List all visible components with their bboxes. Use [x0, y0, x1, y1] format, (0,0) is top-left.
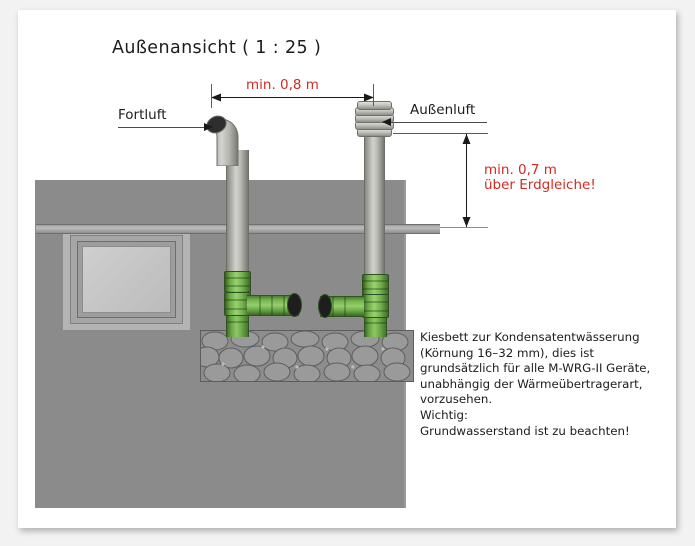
right-tee-body [362, 294, 389, 318]
intake-leader-line [383, 122, 487, 123]
left-socket-upper [224, 271, 251, 293]
intake-leader-arrow-icon [382, 118, 391, 126]
window-frame-outer [70, 235, 183, 324]
dim-horizontal-label: min. 0,8 m [246, 77, 319, 93]
left-tee-branch [247, 295, 299, 316]
note-line-2: (Körnung 16–32 mm), dies ist [420, 345, 595, 360]
exhaust-leader-arrow-icon [204, 123, 213, 131]
dim-arrow-right-icon [364, 93, 374, 102]
dim-vertical-label-line1: min. 0,7 m [484, 162, 557, 178]
dim-line-vertical [466, 134, 467, 227]
exhaust-leader-line [118, 127, 211, 128]
dim-vertical-label-line2: über Erdgleiche! [484, 177, 596, 193]
note-line-5: vorzusehen. [420, 392, 493, 407]
ground-level-extension [440, 227, 488, 228]
dim-arrow-left-icon [211, 93, 221, 102]
drawing-title: Außenansicht ( 1 : 25 ) [112, 38, 322, 58]
intake-cap-disc-1 [357, 101, 392, 110]
window-glass [82, 246, 171, 313]
intake-label: Außenluft [410, 102, 476, 118]
note-line-3: grundsätzlich für alle M-WRG-II Geräte, [420, 361, 651, 376]
intake-pipe-riser [364, 132, 385, 274]
dim-arrow-up-icon [462, 134, 471, 144]
left-tee-body [224, 292, 251, 316]
note-line-4: unabhängig der Wärmeübertragerart, [420, 376, 643, 391]
gravel-bed-note: Kiesbett zur Kondensatentwässerung (Körn… [420, 330, 670, 439]
dim-arrow-down-icon [462, 217, 471, 227]
note-line-7: Grundwasserstand ist zu beachten! [420, 423, 630, 438]
exhaust-label: Fortluft [118, 107, 167, 123]
window-sash [77, 241, 176, 318]
dim-extension-left [211, 84, 212, 108]
note-line-1: Kiesbett zur Kondensatentwässerung [420, 330, 640, 344]
gravel-bed [200, 330, 414, 382]
right-branch-opening [318, 294, 332, 318]
dim-extension-top [393, 133, 488, 134]
left-branch-opening [287, 293, 302, 317]
note-line-6: Wichtig: [420, 407, 469, 422]
window [62, 228, 191, 331]
right-socket-upper [362, 274, 389, 296]
exhaust-pipe-riser [226, 150, 249, 272]
dim-line-horizontal [212, 97, 373, 98]
dim-extension-right [373, 84, 374, 106]
